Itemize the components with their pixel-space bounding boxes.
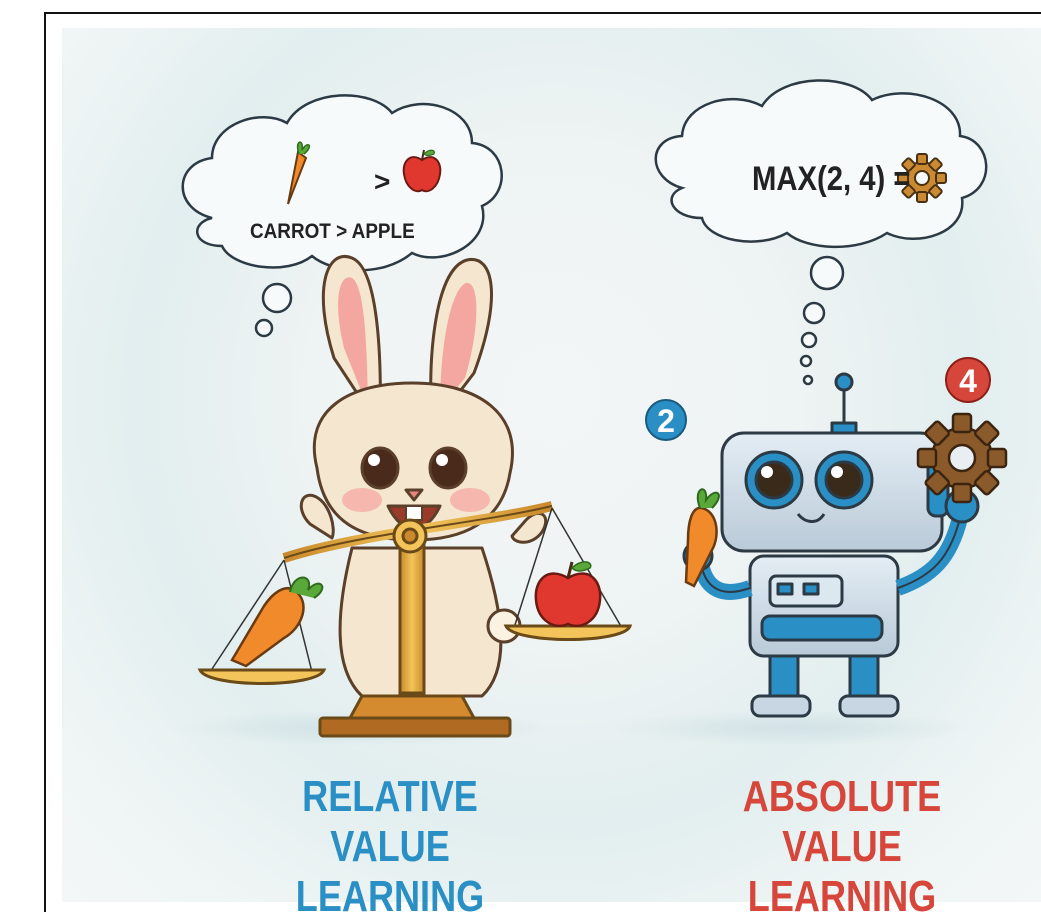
image-frame: 2 4 > CARROT > APPLE MAX(2, 4) = RELATIV… [44, 12, 1041, 912]
right-thought-cloud [654, 79, 988, 386]
carrot-value-text: 2 [657, 403, 675, 439]
gear-icon [897, 153, 947, 203]
absolute-title-line1: ABSOLUTE VALUE [742, 772, 942, 871]
balance-scale-illustration [197, 501, 633, 738]
apple-icon [534, 561, 602, 628]
comparison-symbol: > [374, 166, 391, 197]
scene-svg: 2 4 [172, 79, 1008, 746]
carrot-value-badge [645, 399, 687, 441]
apple-icon [402, 149, 442, 193]
relative-title-line1: RELATIVE VALUE [302, 772, 478, 871]
gear-value-badge [945, 357, 991, 403]
carrot-icon [230, 576, 324, 668]
gear-value-text: 4 [959, 363, 977, 399]
gear-icon [916, 412, 1008, 504]
carrot-icon [287, 141, 311, 205]
absolute-value-learning-title: ABSOLUTE VALUE LEARNING [678, 772, 1006, 912]
absolute-title-line2: LEARNING [747, 872, 937, 912]
carrot-icon [684, 488, 720, 588]
left-thought-cloud [181, 94, 503, 338]
max-expression: MAX(2, 4) = [752, 160, 911, 198]
relative-title-line2: LEARNING [295, 872, 485, 912]
carrot-apple-caption: CARROT > APPLE [250, 220, 415, 243]
relative-value-learning-title: RELATIVE VALUE LEARNING [242, 772, 537, 912]
robot-illustration [682, 372, 980, 718]
illustration-canvas: 2 4 > CARROT > APPLE MAX(2, 4) = RELATIV… [62, 28, 1041, 912]
right-ground-shadow [612, 710, 972, 746]
